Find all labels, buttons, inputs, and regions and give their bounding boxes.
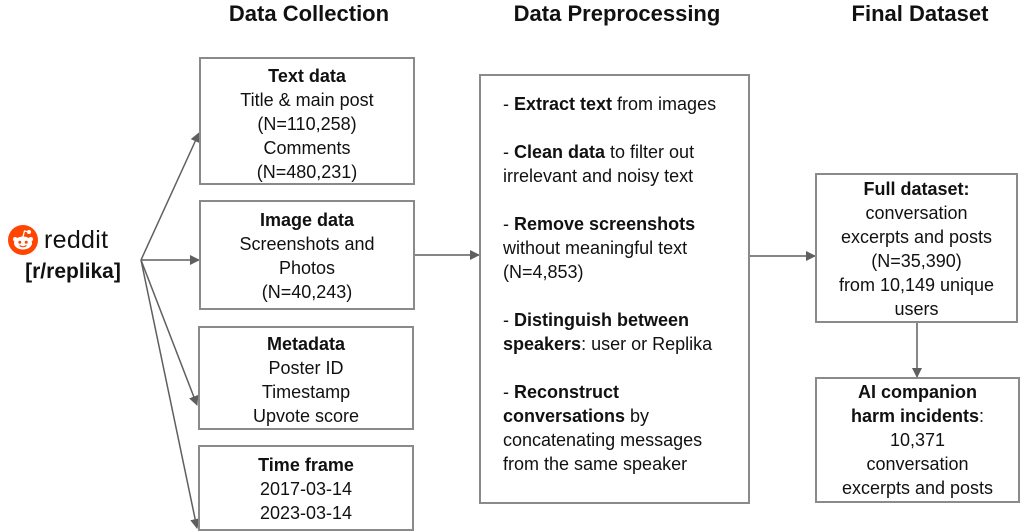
step-keyword: Remove screenshots bbox=[514, 214, 696, 234]
box-line: Poster ID bbox=[268, 358, 344, 378]
box-line: Screenshots and bbox=[239, 234, 375, 254]
step-text: from images bbox=[612, 94, 717, 114]
reddit-logo-icon bbox=[8, 225, 38, 255]
step-keyword: Extract text bbox=[514, 94, 613, 114]
box-line: from 10,149 unique bbox=[838, 275, 995, 295]
box-line: 10,371 bbox=[889, 430, 946, 450]
box-line: 2023-03-14 bbox=[259, 503, 353, 523]
box-line: Upvote score bbox=[252, 406, 360, 426]
box-title-line: harm incidents: bbox=[817, 404, 1018, 428]
box-line: (N=480,231) bbox=[256, 162, 358, 182]
box-line: excerpts and posts bbox=[840, 227, 993, 247]
box-title: harm incidents bbox=[850, 406, 979, 426]
preprocessing-step: - Remove screenshots without meaningful … bbox=[503, 212, 723, 284]
arrow-to-text-data bbox=[140, 132, 200, 261]
step-keyword: Reconstruct conversations bbox=[503, 382, 626, 426]
box-line: Timestamp bbox=[261, 382, 351, 402]
arrow-to-metadata bbox=[140, 259, 199, 406]
box-line: 2017-03-14 bbox=[259, 479, 353, 499]
step-keyword: Distinguish between speakers bbox=[503, 310, 690, 354]
stage-title-preprocessing: Data Preprocessing bbox=[513, 1, 721, 26]
image-data-box: Image data Screenshots and Photos (N=40,… bbox=[199, 200, 415, 310]
subreddit-label: [r/replika] bbox=[25, 260, 121, 283]
box-line: (N=40,243) bbox=[261, 282, 353, 302]
step-keyword: Clean data bbox=[514, 142, 606, 162]
step-bullet: - bbox=[503, 214, 514, 234]
step-text: to filter out irrelevant and noisy text bbox=[503, 142, 695, 186]
box-line: users bbox=[894, 299, 939, 319]
box-line: (N=110,258) bbox=[257, 114, 357, 134]
preprocessing-step: - Distinguish between speakers: user or … bbox=[503, 308, 739, 356]
box-line: conversation bbox=[866, 454, 969, 474]
box-title: Time frame bbox=[258, 455, 354, 475]
text-data-box: Text data Title & main post (N=110,258) … bbox=[199, 57, 415, 185]
metadata-box: Metadata Poster ID Timestamp Upvote scor… bbox=[198, 326, 414, 430]
box-title: Text data bbox=[268, 66, 346, 86]
step-text: without meaningful text (N=4,853) bbox=[503, 238, 688, 282]
step-text: : user or Replika bbox=[581, 334, 713, 354]
box-title: Full dataset: bbox=[863, 179, 970, 199]
preprocessing-step: - Extract text from images bbox=[503, 92, 748, 116]
box-line: excerpts and posts bbox=[841, 478, 994, 498]
preprocessing-step: - Clean data to filter out irrelevant an… bbox=[503, 140, 718, 188]
box-line: conversation bbox=[865, 203, 968, 223]
box-line: Photos bbox=[278, 258, 336, 278]
stage-title-final: Final Dataset bbox=[851, 1, 989, 26]
preprocessing-box: - Extract text from images - Clean data … bbox=[479, 74, 750, 504]
step-bullet: - bbox=[503, 382, 514, 402]
box-title: Metadata bbox=[266, 334, 346, 354]
title-colon: : bbox=[979, 406, 985, 426]
box-line: Comments bbox=[263, 138, 351, 158]
arrow-to-time-frame bbox=[140, 259, 201, 529]
step-bullet: - bbox=[503, 142, 514, 162]
reddit-wordmark: reddit bbox=[44, 225, 109, 254]
preprocessing-step: - Reconstruct conversations by concatena… bbox=[503, 380, 738, 476]
box-line: Title & main post bbox=[240, 90, 374, 110]
step-bullet: - bbox=[503, 94, 514, 114]
time-frame-box: Time frame 2017-03-14 2023-03-14 bbox=[198, 445, 414, 531]
box-title: Image data bbox=[259, 210, 355, 230]
source-reddit: reddit [r/replika] bbox=[8, 222, 140, 284]
box-line: (N=35,390) bbox=[871, 251, 962, 271]
box-title: AI companion bbox=[857, 382, 977, 402]
harm-incidents-box: AI companion harm incidents: 10,371 conv… bbox=[815, 377, 1020, 503]
step-bullet: - bbox=[503, 310, 514, 330]
full-dataset-box: Full dataset: conversation excerpts and … bbox=[815, 173, 1018, 323]
stage-title-collection: Data Collection bbox=[228, 1, 390, 26]
step-text: by concatenating messages from the same … bbox=[503, 406, 703, 474]
